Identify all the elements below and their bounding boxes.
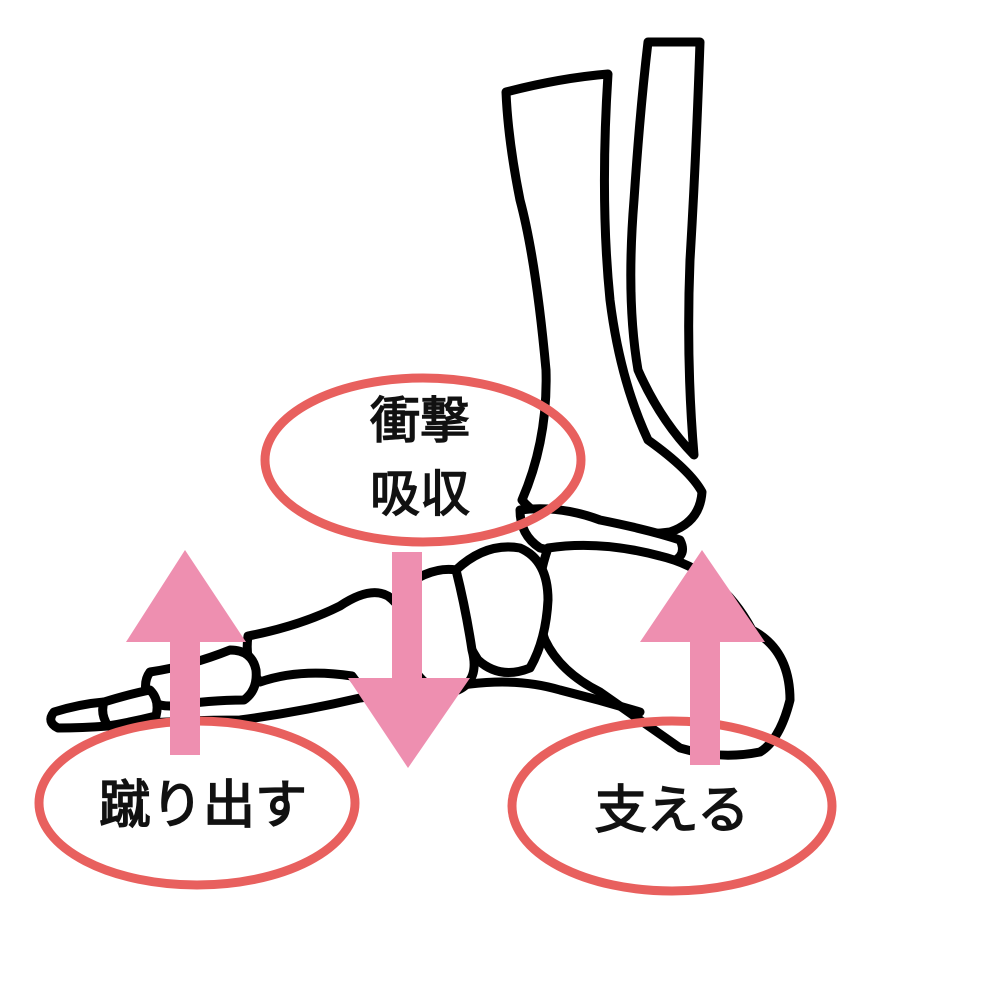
arrows [126, 550, 765, 768]
support-label: 支える [595, 781, 749, 841]
arrow-up-icon [640, 550, 765, 765]
arrow-down-icon [348, 552, 470, 768]
push-off-label: 蹴り出す [99, 776, 307, 836]
fibula-bone [626, 37, 705, 460]
arrow-up-icon [126, 550, 246, 755]
proximal-phalanx-bone [141, 645, 261, 711]
shock-absorb-label-line2: 吸収 [370, 465, 470, 523]
shock-absorb-label-line1: 衝撃 [369, 392, 470, 450]
middle-phalanx-bone [98, 685, 162, 731]
support-circle [507, 716, 837, 896]
shock-absorb-circle [260, 373, 586, 547]
